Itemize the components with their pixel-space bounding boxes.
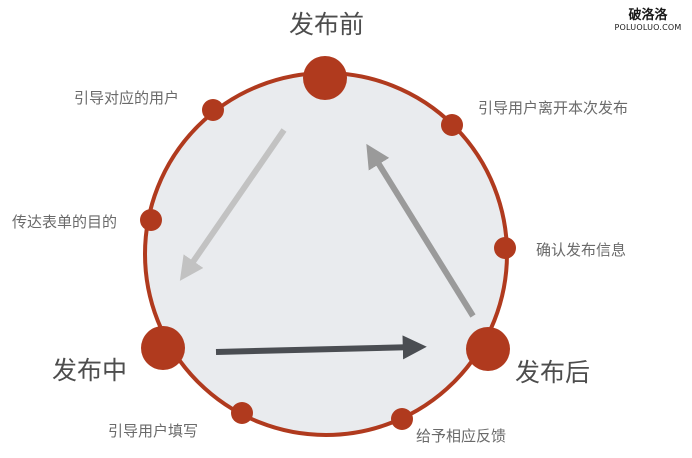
node-guide-fill [231, 402, 253, 424]
node-guide-leave [441, 114, 463, 136]
step-label-convey-purpose: 传达表单的目的 [12, 213, 118, 231]
step-label-guide-user: 引导对应的用户 [74, 89, 180, 107]
arrow-during-to-after [215, 335, 427, 360]
step-label-give-feedback: 给予相应反馈 [416, 427, 507, 445]
step-label-confirm-info: 确认发布信息 [536, 241, 627, 259]
node-after [466, 327, 510, 371]
arrow-after-to-before [366, 143, 476, 318]
node-give-feedback [391, 408, 413, 430]
node-confirm-info [494, 237, 516, 259]
phase-label-during: 发布中 [52, 356, 128, 385]
watermark-url: POLUOLUO.COM [614, 23, 682, 33]
step-label-guide-leave: 引导用户离开本次发布 [478, 99, 629, 117]
node-before [303, 56, 347, 100]
phase-label-after: 发布后 [515, 358, 591, 387]
watermark-name: 破洛洛 [628, 8, 668, 23]
phase-label-before: 发布前 [289, 10, 365, 39]
node-convey-purpose [140, 209, 162, 231]
step-label-guide-fill: 引导用户填写 [108, 422, 199, 440]
node-during [141, 326, 185, 370]
site-watermark: 破洛洛 POLUOLUO.COM [612, 8, 684, 33]
node-guide-user [202, 99, 224, 121]
arrow-before-to-during [179, 128, 287, 281]
